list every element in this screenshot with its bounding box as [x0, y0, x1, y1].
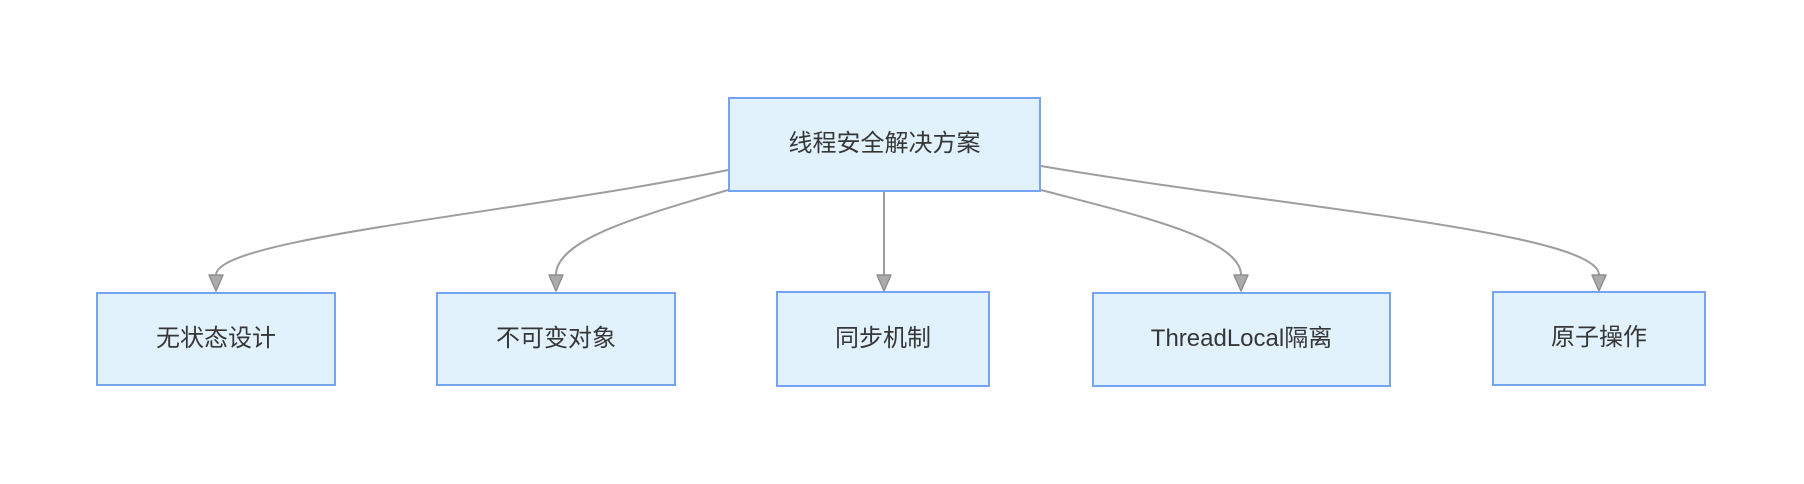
arrowhead-atomic: [1591, 274, 1607, 292]
edge-root-to-stateless: [215, 169, 729, 276]
arrowhead-sync: [876, 274, 892, 292]
arrowhead-threadlocal: [1233, 274, 1249, 292]
node-stateless-design[interactable]: 无状态设计: [96, 292, 336, 386]
edge-root-to-atomic: [1040, 165, 1600, 276]
node-label: 原子操作: [1551, 324, 1647, 352]
node-sync-mechanism[interactable]: 同步机制: [776, 291, 990, 387]
arrowhead-stateless: [208, 274, 224, 292]
node-label: 不可变对象: [496, 324, 616, 352]
node-label: 线程安全解决方案: [788, 130, 981, 158]
node-label: ThreadLocal隔离: [1150, 325, 1333, 353]
arrowhead-immutable: [548, 274, 564, 292]
node-atomic-operation[interactable]: 原子操作: [1492, 291, 1706, 386]
node-thread-safety-solutions[interactable]: 线程安全解决方案: [728, 97, 1041, 192]
node-label: 同步机制: [835, 324, 931, 352]
edge-root-to-threadlocal: [1040, 189, 1242, 276]
edge-root-to-immutable: [555, 189, 729, 276]
node-immutable-object[interactable]: 不可变对象: [436, 292, 676, 386]
node-label: 无状态设计: [156, 324, 276, 352]
node-threadlocal-isolation[interactable]: ThreadLocal隔离: [1092, 292, 1391, 387]
